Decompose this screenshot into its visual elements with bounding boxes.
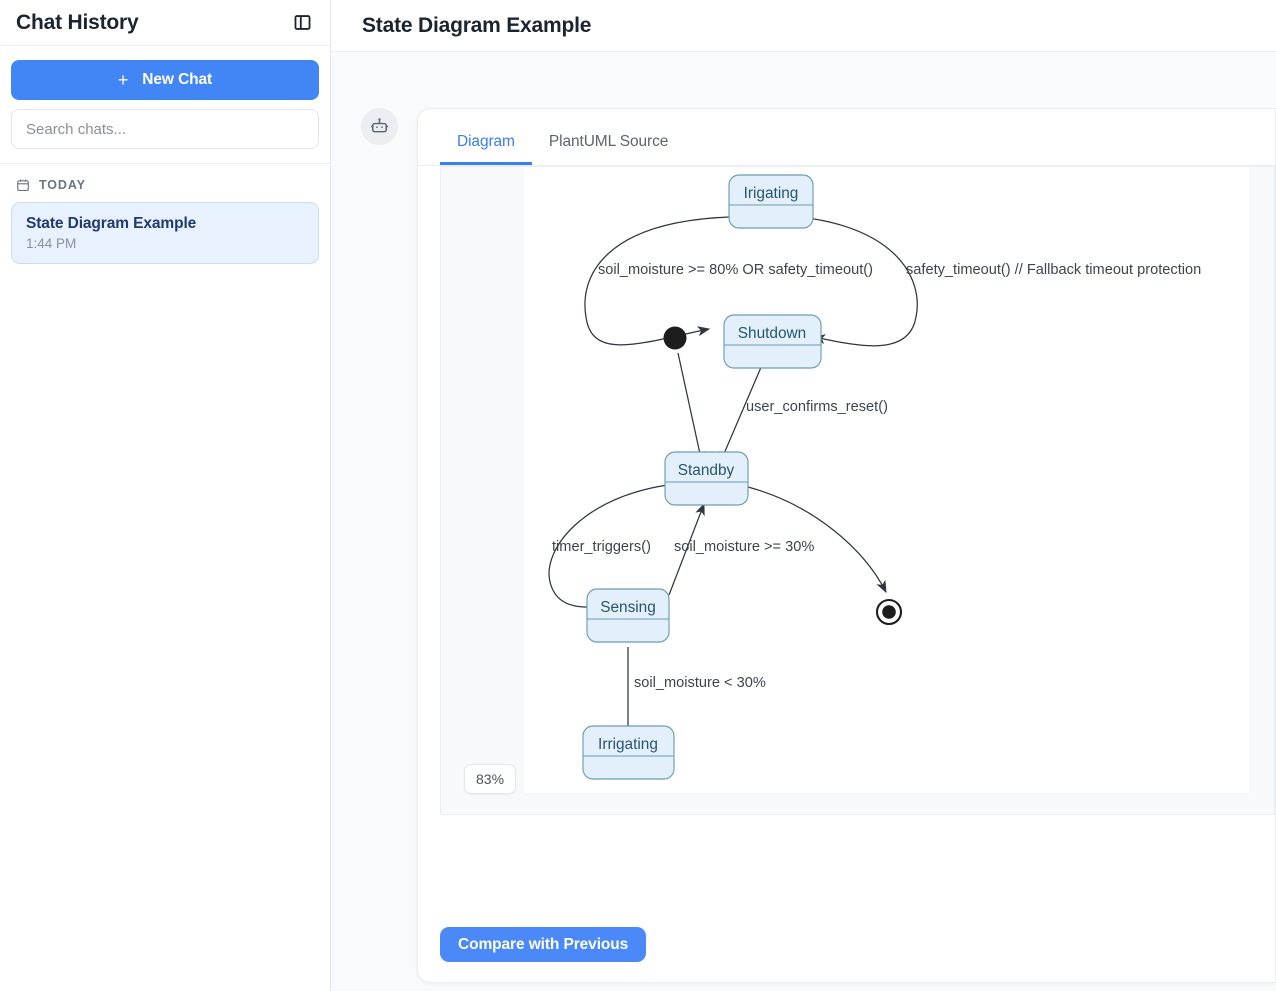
final-state-node xyxy=(875,598,903,626)
new-chat-button[interactable]: + New Chat xyxy=(11,60,319,100)
tab-plantuml-source[interactable]: PlantUML Source xyxy=(532,133,685,165)
sidebar-header: Chat History xyxy=(0,0,330,46)
assistant-message-card: Diagram PlantUML Source 83% xyxy=(417,108,1276,983)
message-card-footer: Compare with Previous xyxy=(418,815,1275,982)
state-node-irrigating-label: Irrigating xyxy=(598,736,658,753)
state-node-irrigating[interactable]: Irrigating xyxy=(582,725,675,780)
robot-icon xyxy=(370,117,389,136)
conversation-area: Diagram PlantUML Source 83% xyxy=(331,52,1276,991)
page-title: State Diagram Example xyxy=(362,13,592,37)
edge-irigating-shutdown-left xyxy=(584,216,730,346)
edge-shutdown-standby xyxy=(719,364,763,465)
edge-label-user-confirms-reset: user_confirms_reset() xyxy=(746,399,888,415)
edge-label-soil-moisture-80: soil_moisture >= 80% OR safety_timeout() xyxy=(598,262,873,278)
avatar xyxy=(361,108,398,145)
sidebar-title: Chat History xyxy=(16,10,139,34)
state-node-standby-label: Standby xyxy=(678,462,735,479)
plus-icon: + xyxy=(117,70,129,90)
state-node-sensing[interactable]: Sensing xyxy=(586,588,670,643)
sidebar: Chat History + New Chat xyxy=(0,0,331,991)
chat-list-item[interactable]: State Diagram Example 1:44 PM xyxy=(11,202,319,265)
edge-label-timer-triggers: timer_triggers() xyxy=(552,539,651,555)
chat-group-header: TODAY xyxy=(0,164,330,202)
edge-irigating-shutdown-right xyxy=(771,214,918,347)
chat-group-label: TODAY xyxy=(39,178,86,192)
main-panel: State Diagram Example xyxy=(331,0,1276,991)
panel-toggle-button[interactable] xyxy=(289,10,315,36)
main-header: State Diagram Example xyxy=(331,0,1276,52)
edge-sensing-standby xyxy=(668,502,705,596)
edge-standby-end xyxy=(747,486,887,594)
sidebar-actions: + New Chat xyxy=(0,46,330,100)
sidebar-divider xyxy=(0,163,330,164)
edge-label-safety-timeout: safety_timeout() // Fallback timeout pro… xyxy=(906,262,1201,278)
calendar-icon xyxy=(16,178,30,192)
search-container xyxy=(0,100,330,163)
state-node-standby[interactable]: Standby xyxy=(664,451,749,506)
state-node-irigating[interactable]: Irigating xyxy=(728,174,814,229)
edge-label-soil-moisture-gte-30: soil_moisture >= 30% xyxy=(674,539,814,555)
diagram-canvas[interactable]: soil_moisture >= 80% OR safety_timeout()… xyxy=(524,167,1249,793)
edge-start-standby xyxy=(677,352,705,465)
state-node-irigating-label: Irigating xyxy=(744,185,799,202)
edge-label-soil-moisture-lt-30: soil_moisture < 30% xyxy=(634,675,766,691)
zoom-level-badge: 83% xyxy=(464,764,517,794)
chat-item-time: 1:44 PM xyxy=(26,236,77,252)
compare-with-previous-button[interactable]: Compare with Previous xyxy=(440,927,647,962)
panel-toggle-icon xyxy=(293,13,312,32)
state-node-shutdown-label: Shutdown xyxy=(738,325,806,342)
initial-state-node xyxy=(663,326,687,350)
state-node-sensing-label: Sensing xyxy=(600,599,656,616)
chat-item-title: State Diagram Example xyxy=(26,215,197,232)
state-node-shutdown[interactable]: Shutdown xyxy=(723,314,822,369)
state-diagram-svg: soil_moisture >= 80% OR safety_timeout()… xyxy=(548,174,1201,780)
tab-bar: Diagram PlantUML Source xyxy=(418,109,1275,166)
chat-list: State Diagram Example 1:44 PM xyxy=(0,202,330,991)
new-chat-label: New Chat xyxy=(142,71,213,88)
tab-diagram[interactable]: Diagram xyxy=(440,133,532,165)
diagram-viewport[interactable]: 83% xyxy=(440,166,1275,815)
search-input[interactable] xyxy=(11,109,319,149)
